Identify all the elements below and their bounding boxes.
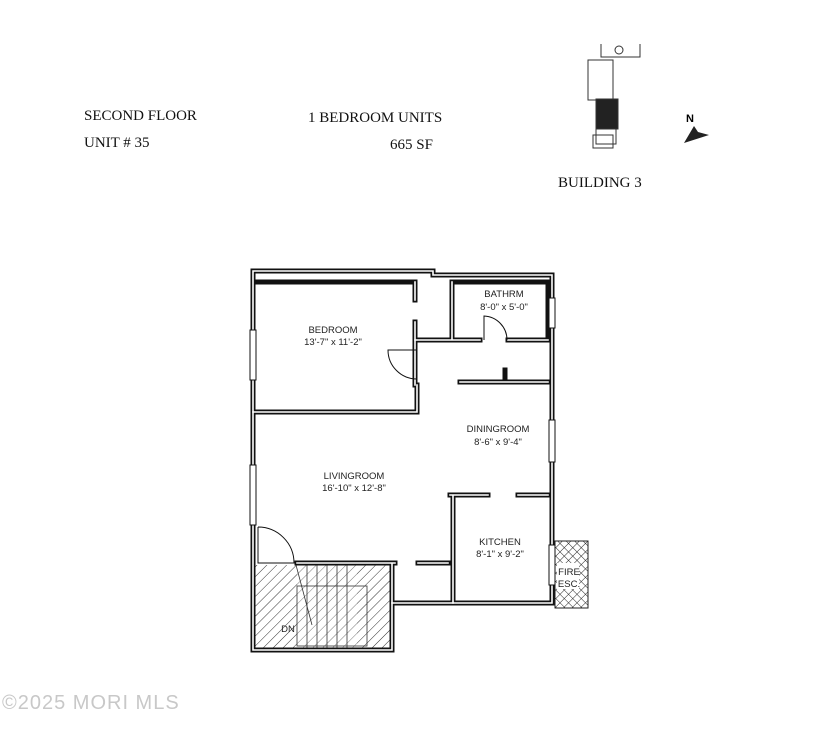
fire-escape-label-2: ESC. (558, 579, 580, 590)
entry-door (257, 526, 295, 564)
livingroom-name: LIVINGROOM (324, 471, 385, 482)
unit-number: UNIT # 35 (84, 135, 150, 151)
livingroom-size: 16'-10" x 12'-8" (322, 483, 386, 494)
building-label: BUILDING 3 (558, 175, 642, 191)
bedroom-door (387, 349, 418, 380)
bedroom-name: BEDROOM (308, 325, 357, 336)
key-plan-thumbnail (587, 44, 641, 149)
bathroom-door (483, 315, 508, 341)
stairwell (253, 564, 392, 650)
north-arrow-icon: N (684, 113, 709, 143)
bathroom-size: 8'-0" x 5'-0" (480, 302, 528, 313)
diningroom-name: DININGROOM (467, 424, 530, 435)
bathroom-name: BATHRM (484, 289, 523, 300)
walls (249, 268, 556, 653)
stairs-down-label: DN (281, 624, 295, 635)
diningroom-size: 8'-6" x 9'-4" (474, 437, 522, 448)
floor-label: SECOND FLOOR (84, 108, 197, 124)
bedroom-size: 13'-7" x 11'-2" (304, 337, 362, 348)
watermark: ©2025 MORI MLS (2, 692, 180, 714)
kitchen-size: 8'-1" x 9'-2" (476, 549, 524, 560)
svg-text:N: N (686, 113, 694, 125)
doors (257, 315, 508, 564)
kitchen-name: KITCHEN (479, 537, 521, 548)
fire-escape-label-1: FIRE (558, 567, 580, 578)
unit-area: 665 SF (390, 137, 433, 153)
unit-type: 1 BEDROOM UNITS (308, 110, 443, 126)
